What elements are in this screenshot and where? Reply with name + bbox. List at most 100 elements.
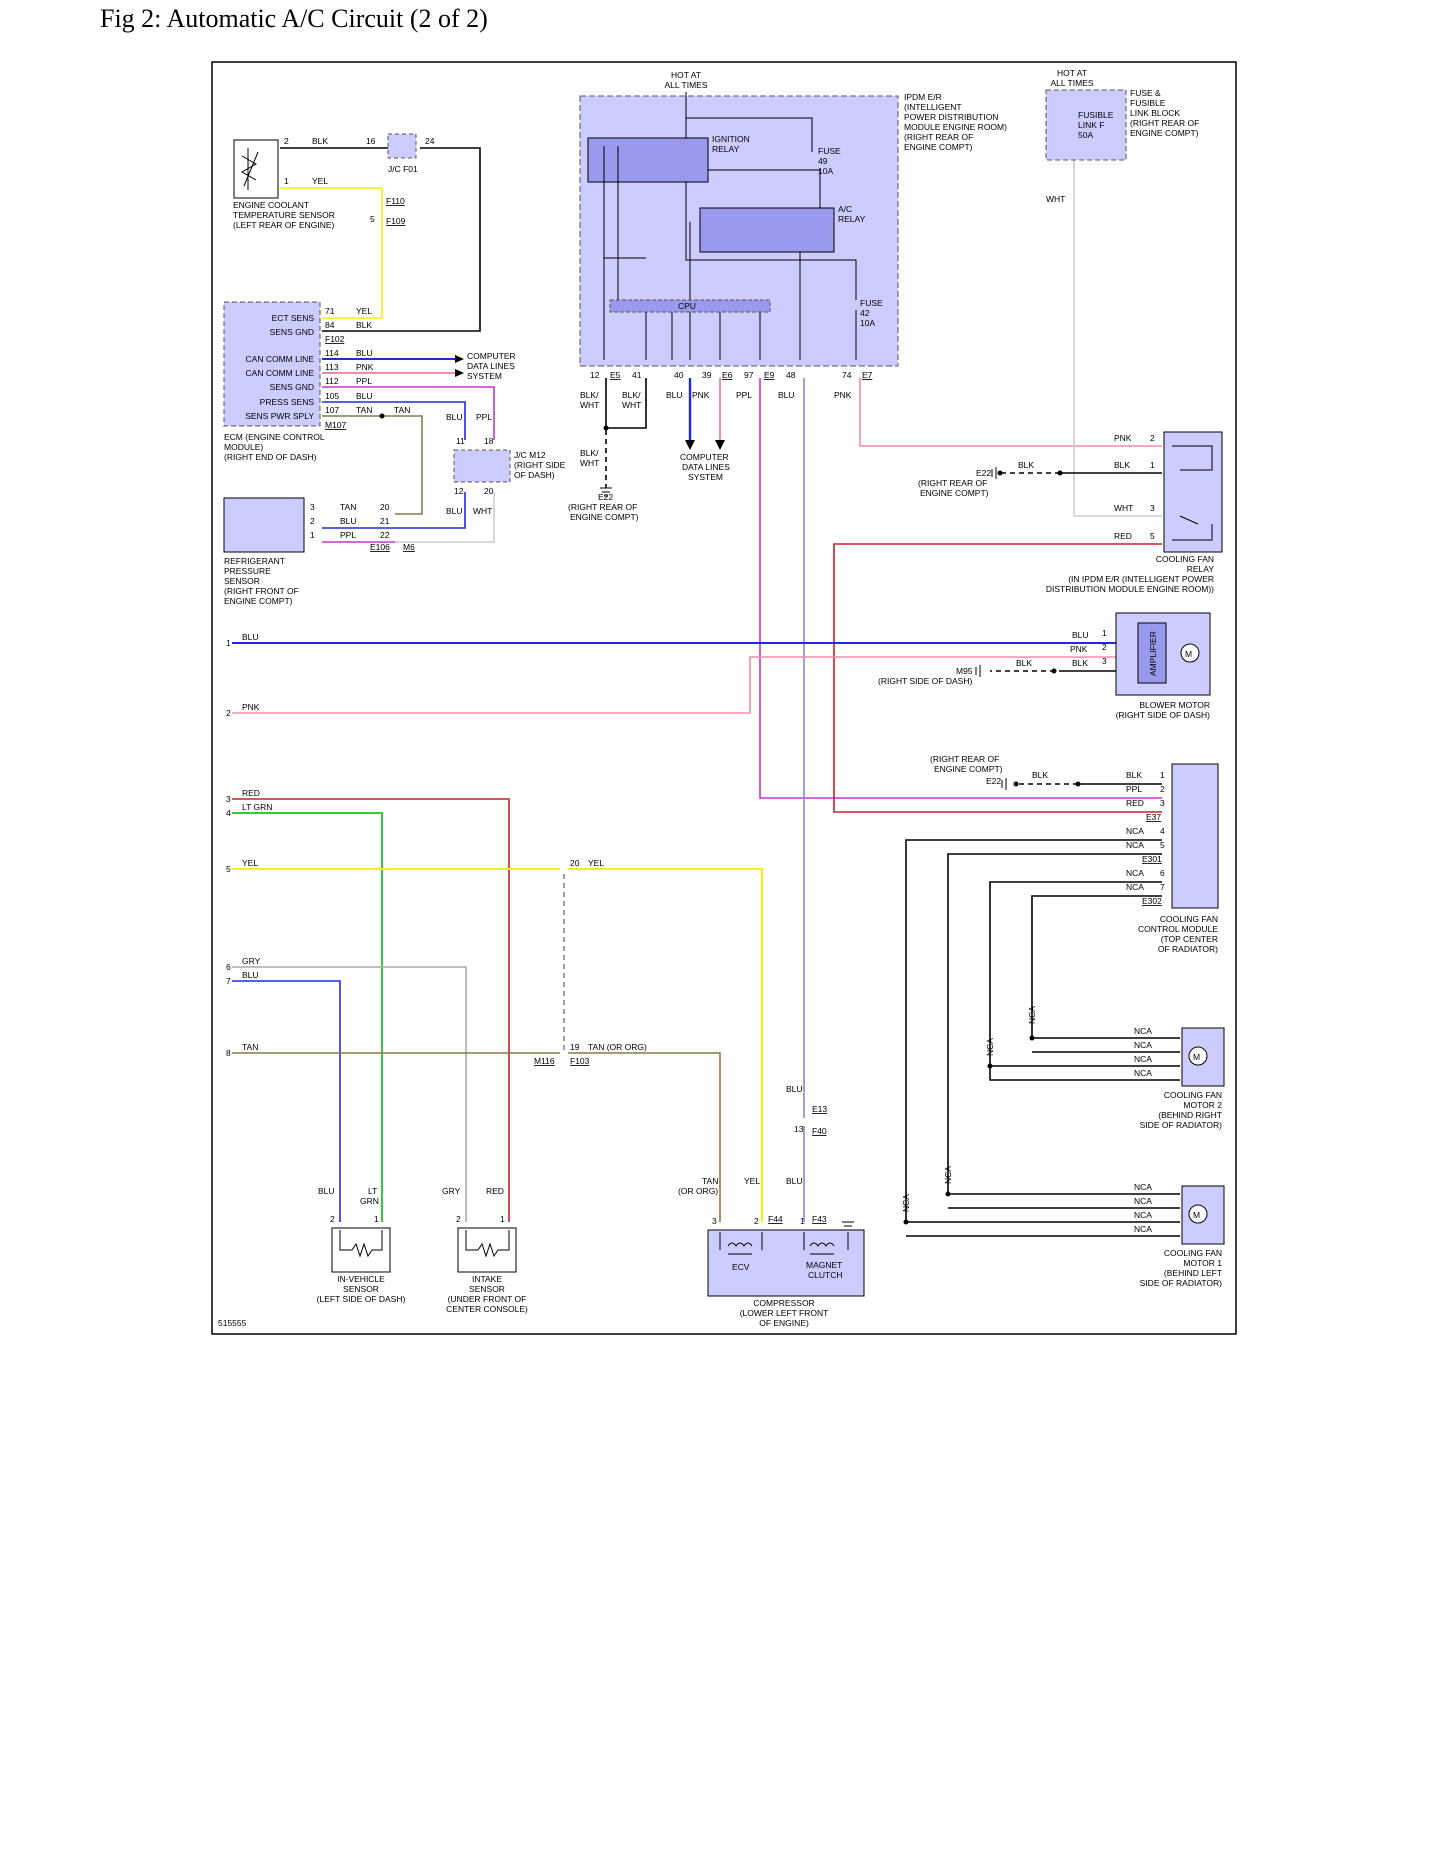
ivs-wire-0: BLU (318, 1186, 335, 1196)
wire-tan-ecm (322, 415, 423, 515)
cfr-pin-2: 3 (1150, 503, 1155, 513)
m1-wire-0: NCA (1134, 1182, 1152, 1192)
refrig-p22: 22 (380, 530, 390, 540)
cfr-pin-3: 5 (1150, 531, 1155, 541)
cooling-fan-relay: 2 1 3 5 PNK BLK WHT RED BLK E22 (RIGHT R… (918, 431, 1223, 594)
refrig-wire-tan: TAN (340, 502, 356, 512)
intake-sensor: GRY RED 2 1 INTAKE SENSOR (UNDER FRONT O… (442, 1186, 528, 1314)
ipdm-label-0: IPDM E/R (904, 92, 942, 102)
ecm-wire-1: BLK (356, 320, 372, 330)
diagram-id: 515555 (218, 1318, 247, 1328)
m1-label-2: (BEHIND LEFT (1164, 1268, 1222, 1278)
ac-relay (699, 207, 835, 253)
m12-label-2: OF DASH) (514, 470, 555, 480)
comp-label-1: (LOWER LEFT FRONT (740, 1308, 829, 1318)
refrig-pin-2: 2 (310, 516, 315, 526)
refrig-label-3: (RIGHT FRONT OF (224, 586, 299, 596)
ecm-wire-3: PNK (356, 362, 374, 372)
is-wire-0: GRY (442, 1186, 461, 1196)
jc-f01: J/C F01 (387, 133, 418, 174)
is-label-1: SENSOR (469, 1284, 505, 1294)
ipdm-pin-1: E5 (610, 370, 621, 380)
ipdm-ground: BLK/ WHT E22 (RIGHT REAR OF ENGINE COMPT… (568, 425, 730, 522)
cfc-pin-2: 3 (1160, 798, 1165, 808)
conn-f109: F109 (386, 216, 406, 226)
arrow-can-2 (455, 369, 464, 377)
yel-pin-20: 20 (570, 858, 580, 868)
wire-wht-fusible (1073, 160, 1162, 517)
ipdm-hot-0: HOT AT (671, 70, 701, 80)
ipdm-pin-5: E6 (722, 370, 733, 380)
ipdm-wire-0: BLK/ (580, 390, 599, 400)
m12-wire-blu: BLU (446, 412, 463, 422)
ipdm-wire-2: BLK/ (622, 390, 641, 400)
ipdm-pin-7: E9 (764, 370, 775, 380)
yel-label-20: YEL (588, 858, 604, 868)
wire-pnk-2 (232, 656, 1130, 714)
wire-blkwht-41 (606, 378, 647, 429)
cfr-wire-2: WHT (1114, 503, 1133, 513)
m2-label-0: COOLING FAN (1164, 1090, 1222, 1100)
ivs-wire-2: GRN (360, 1196, 379, 1206)
ivs-pin-0: 2 (330, 1214, 335, 1224)
m2-wire-3: NCA (1134, 1068, 1152, 1078)
lw-num-5: 6 (226, 962, 231, 972)
m2-wire-0: NCA (1134, 1026, 1152, 1036)
ign-relay-0: IGNITION (712, 134, 750, 144)
refrig-label-0: REFRIGERANT (224, 556, 285, 566)
m12-pin-20: 20 (484, 486, 494, 496)
refrig-wire-ppl: PPL (340, 530, 356, 540)
comp-label-2: OF ENGINE) (759, 1318, 809, 1328)
m1-wire-3: NCA (1134, 1224, 1152, 1234)
comp-wire-2: YEL (744, 1176, 760, 1186)
cfc-wire-4: NCA (1126, 840, 1144, 850)
ipdm-wire-7: BLU (778, 390, 795, 400)
cfr-gnd-0: (RIGHT REAR OF (918, 478, 987, 488)
m1-wire-2: NCA (1134, 1210, 1152, 1220)
cfr-label-0: COOLING FAN (1156, 554, 1214, 564)
comp-pin-0: 3 (712, 1216, 717, 1226)
lw-num-0: 1 (226, 638, 231, 648)
fl-wire: WHT (1046, 194, 1065, 204)
tan-pin-19: 19 (570, 1042, 580, 1052)
ign-relay-1: RELAY (712, 144, 740, 154)
ect-wire-labels: 2 BLK 16 24 1 YEL F110 5 F109 (284, 136, 435, 226)
ipdm-pin-2: 41 (632, 370, 642, 380)
is-wire-1: RED (486, 1186, 504, 1196)
refrig-m6: M6 (403, 542, 415, 552)
ecm-pin-num-1: 84 (325, 320, 335, 330)
ipdm-pin-4: 39 (702, 370, 712, 380)
m12-blu-out: BLU (446, 506, 463, 516)
m12-pin-11: 11 (456, 436, 465, 446)
nca-v-3: NCA (901, 1194, 911, 1212)
cfc-pin-6: 7 (1160, 882, 1165, 892)
cfc-wire-0: BLK (1126, 770, 1142, 780)
fl-label-2: LINK BLOCK (1130, 108, 1180, 118)
m2-label-1: MOTOR 2 (1183, 1100, 1222, 1110)
nca-v-1: NCA (985, 1038, 995, 1056)
lw-wire-5: GRY (242, 956, 261, 966)
is-pin-0: 2 (456, 1214, 461, 1224)
refrig-wire-blu: BLU (340, 516, 357, 526)
ect-sensor: ENGINE COOLANT TEMPERATURE SENSOR (LEFT … (233, 139, 335, 230)
wire-red-3 (232, 798, 510, 1222)
is-label-0: INTAKE (472, 1274, 502, 1284)
ipdm-pin-10: E7 (862, 370, 873, 380)
cfc-label-3: OF RADIATOR) (1158, 944, 1218, 954)
nca-vertical-labels: NCA NCA NCA NCA (901, 1006, 1037, 1212)
nca-v-0: NCA (1027, 1006, 1037, 1024)
ecm-pin-num-2: 114 (325, 348, 339, 358)
cfr-wire-1: BLK (1114, 460, 1130, 470)
cfc-gnd-wire: BLK (1032, 770, 1048, 780)
ipdm-wire-4: BLU (666, 390, 683, 400)
ecm-cdl-0: COMPUTER (467, 351, 516, 361)
lw-num-4: 5 (226, 864, 231, 874)
ecm-pin-num-4: 112 (325, 376, 339, 386)
cfr-label-3: DISTRIBUTION MODULE ENGINE ROOM)) (1046, 584, 1214, 594)
wire-yel-5 (232, 868, 763, 1222)
ipdm-pin-3: 40 (674, 370, 684, 380)
ipdm-pin-0: 12 (590, 370, 600, 380)
ivs-label-0: IN-VEHICLE (337, 1274, 385, 1284)
bm-pin-0: 1 (1102, 628, 1107, 638)
bm-gnd-wire: BLK (1016, 658, 1032, 668)
